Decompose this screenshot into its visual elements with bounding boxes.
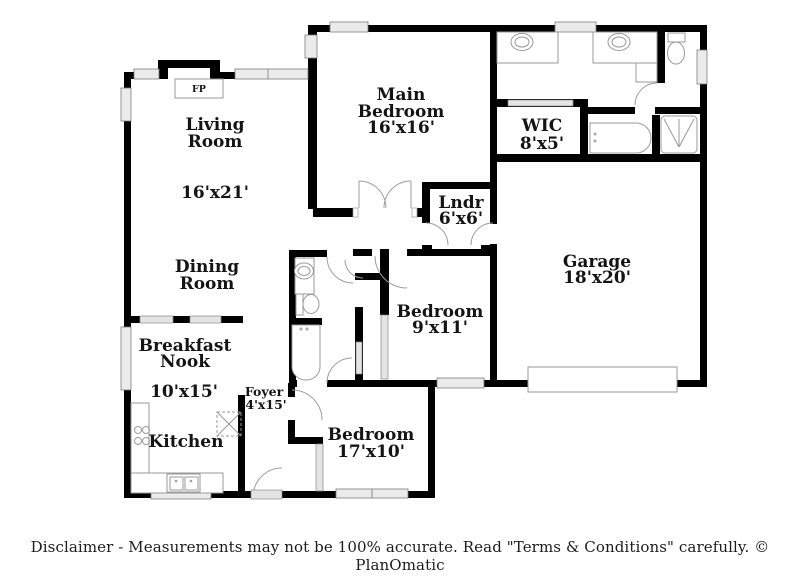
door-arc — [383, 180, 412, 209]
kitchen-sink-basin — [169, 476, 184, 491]
stove-burner — [134, 437, 142, 445]
fireplace-niche — [168, 68, 210, 79]
sink — [294, 262, 314, 280]
room-label-breakfast: Nook — [160, 352, 211, 372]
sink-drain — [174, 479, 178, 483]
toilet-tank — [295, 293, 304, 316]
room-label-breakfast: Breakfast — [139, 336, 232, 356]
room-dims-main-bedroom: 16'x16' — [367, 118, 435, 138]
pantry-x — [216, 411, 242, 437]
toilet — [302, 294, 320, 314]
room-label-living: Living — [186, 115, 245, 135]
sink — [510, 33, 534, 51]
window — [436, 377, 485, 389]
window — [304, 34, 318, 59]
room-label-bedroom2: Bedroom — [397, 302, 484, 322]
room-dims-wic: 8'x5' — [520, 134, 564, 154]
room-label-dining: Room — [180, 274, 235, 294]
shower-line — [678, 118, 695, 148]
toilet-tank — [667, 32, 686, 43]
wic-opening — [507, 99, 574, 107]
vanity-counter — [635, 62, 658, 83]
openings — [139, 99, 574, 492]
room-labels: Living Room 16'x21' Dining Room Main Bed… — [139, 84, 632, 462]
sink-basin — [611, 36, 627, 48]
door-arcs — [252, 82, 658, 498]
fixtures — [130, 31, 698, 500]
window — [371, 488, 409, 499]
door-arc — [374, 255, 408, 289]
door-arc — [291, 389, 323, 421]
closet-sliding-door — [355, 341, 363, 375]
closet-sliding-door — [315, 443, 324, 492]
room-label-living: Room — [188, 132, 243, 152]
bathtub — [291, 324, 321, 381]
cased-opening — [139, 315, 174, 324]
room-dims-bedroom3: 17'x10' — [337, 442, 405, 462]
window — [329, 21, 369, 33]
tub-faucet — [299, 327, 303, 331]
door-arc — [344, 259, 364, 279]
stove-burner — [142, 426, 150, 434]
window — [696, 49, 708, 85]
window — [335, 488, 373, 499]
room-dims-laundry: 6'x6' — [439, 209, 483, 229]
tub-faucet — [593, 132, 597, 136]
sink-basin — [514, 36, 530, 48]
door-arc — [326, 256, 354, 284]
room-label-garage: Garage — [563, 252, 631, 272]
sink — [607, 33, 631, 51]
room-dims-foyer: 4'x15' — [245, 397, 286, 412]
room-dims-breakfast: 10'x15' — [150, 382, 218, 402]
window — [120, 87, 132, 122]
window — [554, 21, 597, 33]
room-label-kitchen: Kitchen — [149, 432, 224, 452]
room-label-main-bedroom: Bedroom — [358, 102, 445, 122]
front-door — [250, 489, 283, 500]
room-label-foyer: Foyer — [245, 384, 284, 399]
windows — [120, 21, 708, 500]
tub-faucet — [593, 139, 597, 143]
window — [267, 68, 309, 80]
room-label-dining: Dining — [175, 257, 239, 277]
pantry — [216, 411, 242, 437]
window — [234, 68, 270, 80]
shower-line — [663, 118, 680, 148]
tub-faucet — [305, 327, 309, 331]
door-arc — [425, 222, 449, 246]
fireplace-label: FP — [192, 84, 206, 95]
door-jamb — [411, 207, 418, 218]
window — [120, 326, 132, 391]
kitchen-sink-basin — [184, 476, 199, 491]
closet-sliding-door — [380, 314, 389, 380]
door-arc — [326, 357, 353, 384]
room-label-main-bedroom: Main — [377, 85, 426, 105]
toilet — [667, 41, 685, 65]
fireplace-box — [174, 78, 224, 99]
room-label-wic: WIC — [521, 116, 563, 136]
sink-drain — [189, 479, 193, 483]
stove-burner — [134, 426, 142, 434]
room-dims-living: 16'x21' — [181, 183, 249, 203]
door-jamb — [352, 207, 359, 218]
cased-opening — [189, 315, 222, 324]
door-arc — [634, 82, 658, 106]
sink-basin — [297, 266, 311, 276]
door-arc — [470, 222, 494, 246]
room-dims-bedroom2: 9'x11' — [412, 318, 468, 338]
stove-burner — [142, 437, 150, 445]
room-label-bedroom3: Bedroom — [328, 425, 415, 445]
door-arc — [358, 180, 387, 209]
room-dims-garage: 18'x20' — [563, 268, 631, 288]
bathtub — [589, 122, 652, 154]
window — [133, 68, 160, 80]
garage-door — [527, 366, 678, 393]
room-label-laundry: Lndr — [438, 193, 484, 213]
disclaimer-text: Disclaimer - Measurements may not be 100… — [30, 538, 770, 574]
